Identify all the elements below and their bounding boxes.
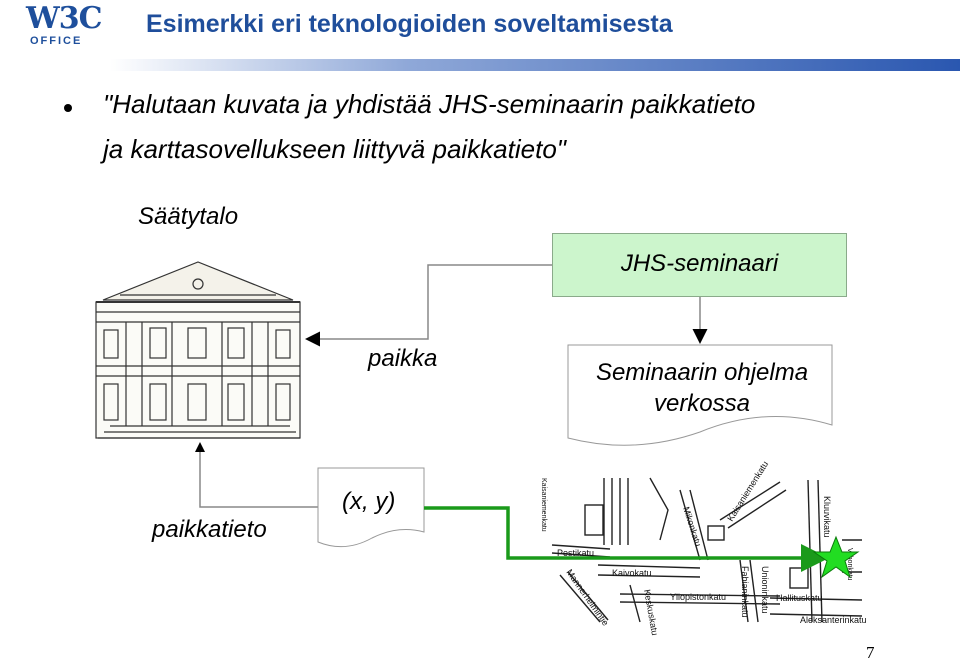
map-street-label: Unioninkatu	[760, 566, 770, 614]
route-line	[424, 506, 829, 572]
map-street-label: Yliopistonkatu	[670, 592, 726, 602]
map-street-label: Vilhonkatu	[846, 548, 853, 581]
logo-w3c-text: W3C	[26, 1, 102, 36]
map-street-label: Kluuvikatu	[822, 496, 832, 538]
seminar-box	[552, 233, 847, 297]
coordinates-document-shape	[317, 467, 425, 548]
coordinates-label: (x, y)	[342, 488, 396, 515]
seminar-box-label: JHS-seminaari	[620, 250, 779, 277]
map-street-label: Fabianinkatu	[740, 566, 750, 618]
slide-title: Esimerkki eri teknologioiden soveltamise…	[146, 10, 673, 38]
page-number: 7	[866, 643, 875, 662]
map-street-label: Kaisaniemenkatu	[540, 478, 547, 532]
map-street-label: Aleksanterinkatu	[800, 615, 867, 625]
quote-line-1: "Halutaan kuvata ja yhdistää JHS-seminaa…	[103, 89, 756, 119]
title-underline-bar	[110, 59, 960, 71]
star-marker-icon	[812, 535, 860, 579]
w3c-office-logo: W3C OFFICE	[26, 4, 102, 48]
map-street-label: Pestikatu	[557, 548, 594, 558]
bullet-point	[64, 104, 72, 112]
logo-office-text: OFFICE	[30, 35, 83, 47]
building-label: Säätytalo	[138, 203, 239, 230]
location-info-label: paikkatieto	[152, 516, 267, 543]
program-document-shape	[567, 344, 833, 446]
quote-line-2: ja karttasovellukseen liittyvä paikkatie…	[103, 134, 567, 164]
place-label: paikka	[368, 345, 438, 372]
building-sketch-image	[95, 261, 301, 439]
program-document-label: Seminaarin ohjelma verkossa	[595, 359, 809, 417]
city-map-image: Pestikatu Kaivokatu Yliopistonkatu Halli…	[540, 459, 867, 636]
map-street-label: Kaivokatu	[612, 568, 652, 578]
map-street-label: Hallituskatu	[776, 593, 823, 603]
